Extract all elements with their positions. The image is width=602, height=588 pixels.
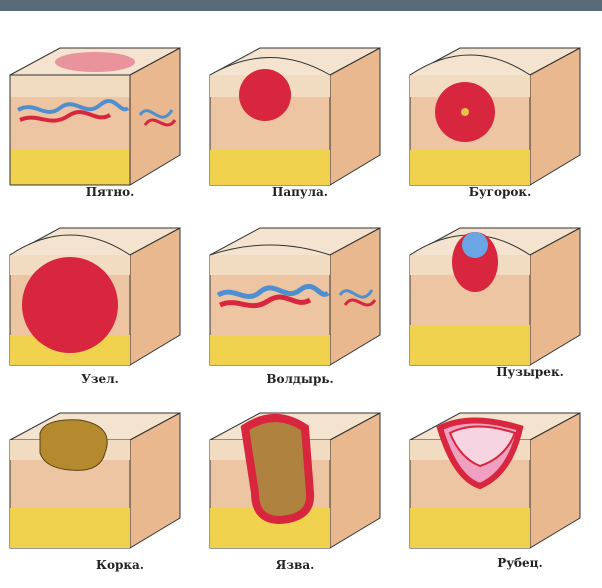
caption-ulcer: Язва. xyxy=(276,558,315,572)
skin-lesion-tubercle: Бугорок. xyxy=(400,20,600,210)
tubercle-illustration xyxy=(400,20,600,210)
skin-lesion-crust: Корка. xyxy=(0,398,200,588)
caption-scar: Рубец. xyxy=(497,556,542,570)
skin-lesion-vesicle: Пузырек. xyxy=(400,210,600,400)
papule-illustration xyxy=(200,20,400,210)
caption-node: Узел. xyxy=(81,372,119,386)
skin-lesion-ulcer: Язва. xyxy=(200,398,400,588)
caption-tubercle: Бугорок. xyxy=(469,185,532,199)
skin-lesion-node: Узел. xyxy=(0,210,200,400)
caption-wheal: Волдырь. xyxy=(266,372,333,386)
spot-illustration xyxy=(0,20,200,210)
skin-lesion-papule: Папула. xyxy=(200,20,400,210)
top-header-bar xyxy=(0,0,602,11)
caption-crust: Корка. xyxy=(96,558,144,572)
skin-lesion-spot: Пятно. xyxy=(0,20,200,210)
caption-spot: Пятно. xyxy=(86,185,135,199)
skin-lesion-scar: Рубец. xyxy=(400,398,600,588)
caption-papule: Папула. xyxy=(272,185,328,199)
caption-vesicle: Пузырек. xyxy=(496,365,564,379)
skin-lesion-wheal: Волдырь. xyxy=(200,210,400,400)
